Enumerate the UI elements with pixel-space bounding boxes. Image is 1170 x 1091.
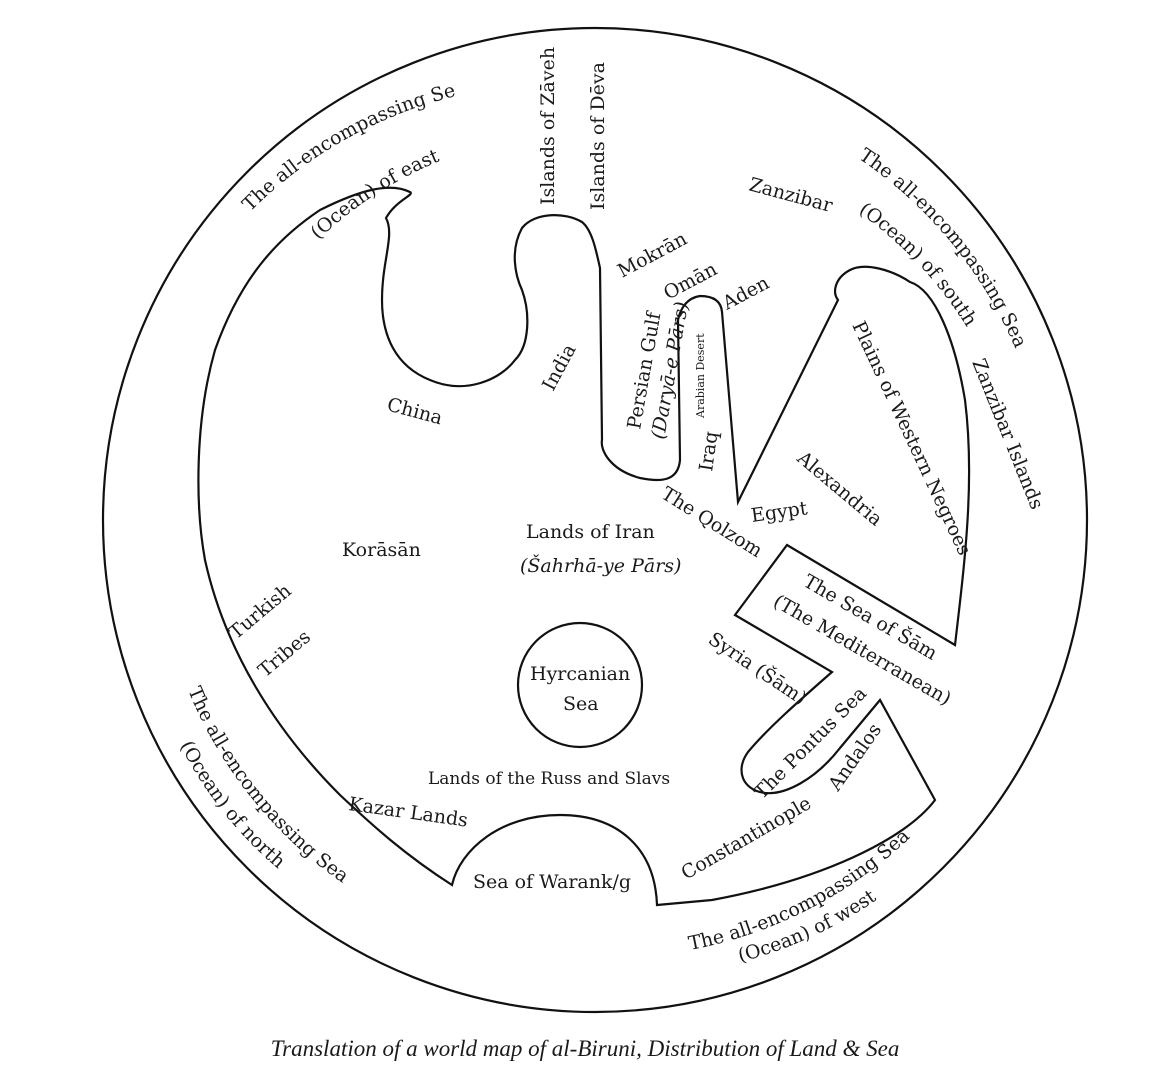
land-coastline (197, 186, 971, 907)
qolzom-label: The Qolzom (657, 483, 766, 562)
world-map: The all-encompassing Sea (Ocean) of east… (0, 0, 1089, 1014)
korasan-label: Korāsān (342, 539, 421, 561)
egypt-label: Egypt (750, 497, 809, 527)
lands-iran-native-label: (Šahrhā-ye Pārs) (520, 554, 681, 577)
outer-ocean-rim (101, 26, 1089, 1014)
zanzibar-label: Zanzibar (747, 174, 836, 218)
russ-slavs-label: Lands of the Russ and Slavs (428, 769, 670, 789)
kazar-label: Kazar Lands (347, 793, 469, 831)
islands-zaveh-label: Islands of Zāveh (537, 47, 559, 205)
aden-label: Aden (718, 272, 773, 315)
tribes-label: Tribes (254, 626, 315, 682)
ocean-east-label-2: (Ocean) of east (306, 145, 442, 244)
map-caption: Translation of a world map of al-Biruni,… (270, 1036, 900, 1061)
hyrcanian-label-1: Hyrcanian (530, 663, 630, 685)
china-label: China (385, 394, 445, 430)
zanzibar-islands-label: Zanzibar Islands (967, 356, 1047, 513)
hyrcanian-label-2: Sea (563, 693, 599, 715)
constantinople-label: Constantinople (678, 792, 815, 884)
syria-label: Syria (Šām) (704, 627, 811, 710)
arabian-desert-label: Arabian Desert (694, 333, 707, 419)
hyrcanian-sea-outline (516, 621, 644, 749)
india-label: India (538, 340, 581, 394)
lands-iran-label: Lands of Iran (526, 521, 655, 543)
iraq-label: Iraq (695, 430, 722, 473)
warank-label: Sea of Warank/g (473, 871, 631, 893)
turkish-label: Turkish (225, 580, 296, 644)
islands-deva-label: Islands of Dēva (587, 62, 609, 210)
